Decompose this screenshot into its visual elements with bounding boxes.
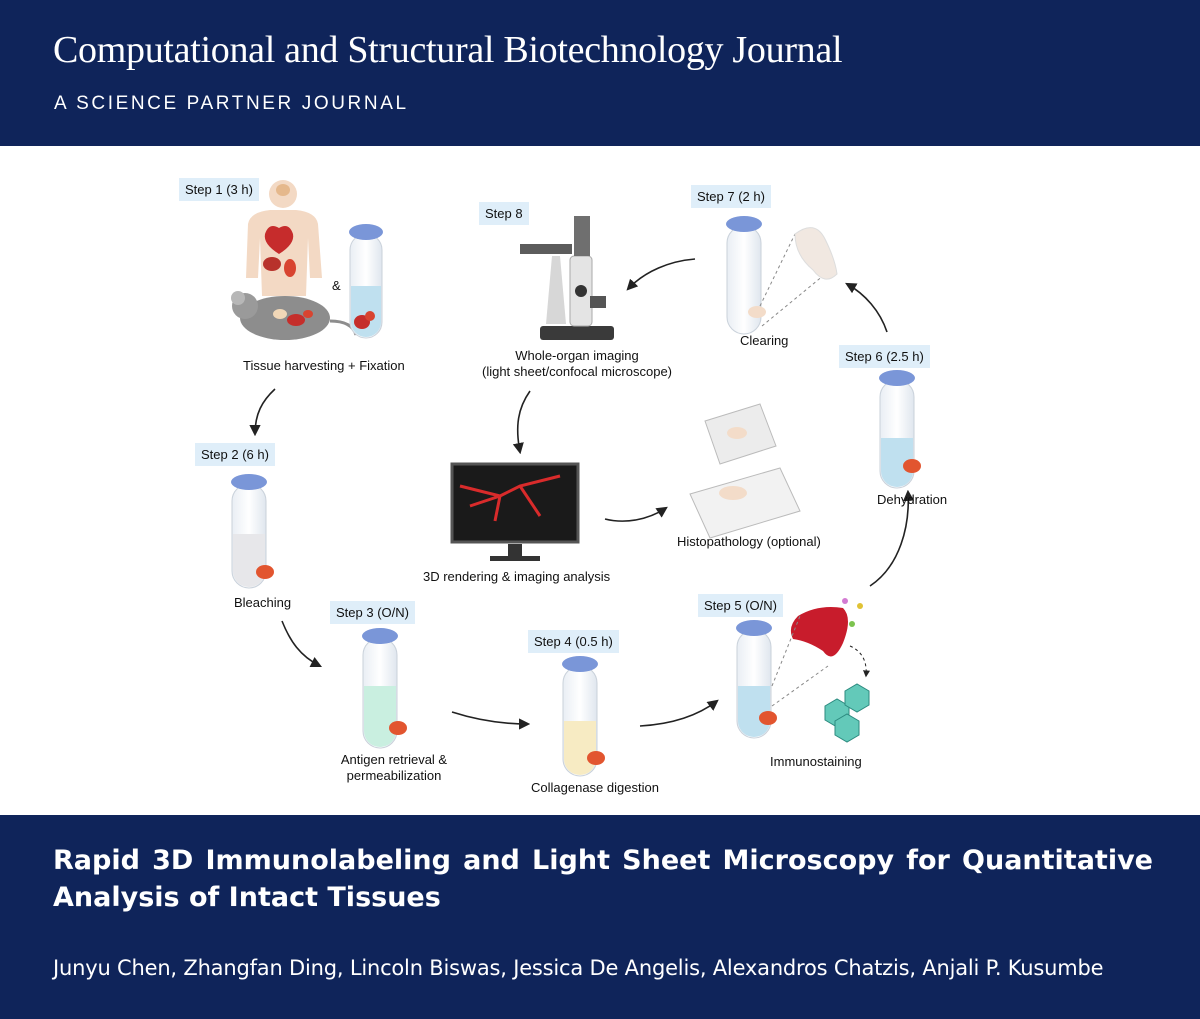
arrow-3-to-4 — [451, 711, 531, 730]
arrow-6-to-7 — [845, 282, 888, 333]
step-badge-2: Step 2 (6 h) — [195, 443, 275, 466]
caption-dehydration: Dehydration — [877, 492, 948, 507]
caption-ampersand: & — [332, 278, 341, 293]
caption-tissue-harvesting: Tissue harvesting + Fixation — [243, 358, 405, 373]
journal-title: Computational and Structural Biotechnolo… — [53, 29, 843, 71]
arrow-8-to-render — [512, 390, 531, 455]
journal-subtitle: A SCIENCE PARTNER JOURNAL — [54, 93, 409, 114]
article-title: Rapid 3D Immunolabeling and Light Sheet … — [53, 845, 1153, 913]
mouse-icon — [231, 291, 358, 340]
step-badge-8: Step 8 — [479, 202, 529, 225]
step-badge-6: Step 6 (2.5 h) — [839, 345, 930, 368]
arrow-render-to-histo — [604, 506, 668, 522]
caption-bleaching: Bleaching — [234, 595, 292, 610]
caption-immunostaining: Immunostaining — [770, 754, 862, 769]
caption-imaging-line2: (light sheet/confocal microscope) — [481, 364, 673, 379]
article-authors: Junyu Chen, Zhangfan Ding, Lincoln Biswa… — [53, 956, 1104, 980]
monitor-icon — [450, 462, 580, 561]
caption-antigen-retrieval: Antigen retrieval & permeabilization — [334, 752, 454, 784]
step-badge-4: Step 4 (0.5 h) — [528, 630, 619, 653]
step-badge-5: Step 5 (O/N) — [698, 594, 783, 617]
workflow-illustration — [231, 180, 921, 777]
histology-slides-icon — [689, 403, 801, 539]
arrow-7-to-8 — [626, 258, 696, 291]
step-badge-3: Step 3 (O/N) — [330, 601, 415, 624]
caption-imaging-line1: Whole-organ imaging — [515, 348, 639, 363]
caption-whole-organ-imaging: Whole-organ imaging (light sheet/confoca… — [477, 348, 677, 380]
step-badge-1: Step 1 (3 h) — [179, 178, 259, 201]
journal-header: Computational and Structural Biotechnolo… — [0, 0, 1200, 146]
arrow-1-to-2 — [249, 388, 276, 437]
cycle-arrows — [249, 258, 915, 730]
arrow-5-to-6 — [869, 489, 915, 587]
workflow-figure: Step 1 (3 h) Step 2 (6 h) Step 3 (O/N) S… — [0, 146, 1200, 815]
caption-collagenase: Collagenase digestion — [531, 780, 659, 795]
tube-step2 — [231, 474, 274, 589]
caption-clearing: Clearing — [740, 333, 789, 348]
arrow-4-to-5 — [639, 699, 719, 727]
tube-step3 — [362, 628, 407, 749]
step-badge-7: Step 7 (2 h) — [691, 185, 771, 208]
tube-step4 — [562, 656, 605, 777]
tube-step6 — [879, 370, 921, 489]
human-body-icon — [246, 180, 322, 296]
arrow-2-to-3 — [281, 620, 323, 668]
caption-antigen-line1: Antigen retrieval & — [340, 752, 448, 767]
caption-antigen-line2: permeabilization — [346, 768, 442, 783]
caption-histopathology: Histopathology (optional) — [677, 534, 821, 549]
article-info: Rapid 3D Immunolabeling and Light Sheet … — [0, 815, 1200, 1019]
tube-step1 — [349, 224, 383, 339]
immunostaining-icon — [771, 598, 870, 743]
microscope-icon — [520, 216, 614, 340]
tube-step7 — [726, 216, 838, 335]
caption-3d-rendering: 3D rendering & imaging analysis — [423, 569, 611, 584]
tube-step5 — [736, 620, 777, 739]
